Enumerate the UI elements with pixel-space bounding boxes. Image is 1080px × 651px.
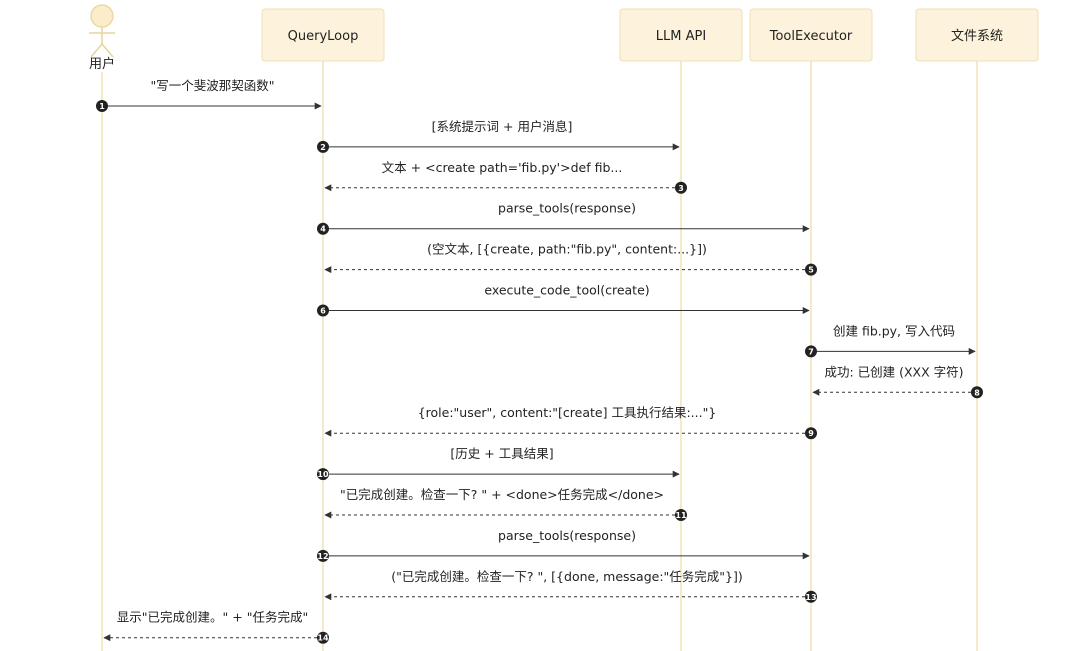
- message-label: 显示"已完成创建。" + "任务完成": [117, 610, 308, 625]
- sequence-number-badge: 6: [317, 304, 329, 317]
- sequence-number: 3: [678, 184, 684, 193]
- message-10: 10 [历史 + 工具结果]: [317, 446, 680, 481]
- message-7: 7 创建 fib.py, 写入代码: [805, 323, 976, 358]
- sequence-number-badge: 14: [317, 631, 329, 644]
- message-label: parse_tools(response): [498, 201, 636, 216]
- sequence-number: 9: [808, 429, 814, 438]
- sequence-number: 7: [808, 347, 814, 356]
- actor-user: 用户: [89, 4, 115, 72]
- sequence-number-badge: 5: [805, 263, 817, 276]
- badge-circle: [805, 345, 817, 358]
- sequence-number: 2: [320, 143, 326, 152]
- actor-head-icon: [90, 4, 114, 28]
- sequence-number-badge: 2: [317, 140, 329, 153]
- message-11: 11 "已完成创建。检查一下? " + <done>任务完成</done>: [324, 487, 687, 521]
- message-label: (空文本, [{create, path:"fib.py", content:.…: [427, 242, 707, 257]
- badge-circle: [675, 181, 687, 194]
- badge-circle: [317, 468, 329, 481]
- message-13: 13 ("已完成创建。检查一下? ", [{done, message:"任务完成…: [324, 569, 817, 603]
- participant-box-tool: ToolExecutor: [749, 8, 873, 62]
- participant-box-bg: [749, 8, 873, 62]
- sequence-number-badge: 4: [317, 222, 329, 235]
- sequence-number: 5: [808, 266, 814, 275]
- participant-box-query: QueryLoop: [261, 8, 385, 62]
- badge-circle: [805, 263, 817, 276]
- message-14: 14 显示"已完成创建。" + "任务完成": [103, 610, 329, 644]
- sequence-number-badge: 3: [675, 181, 687, 194]
- badge-circle: [317, 222, 329, 235]
- message-4: 4 parse_tools(response): [317, 201, 810, 235]
- sequence-number-badge: 1: [96, 100, 108, 112]
- badge-circle: [317, 140, 329, 153]
- badge-circle: [317, 631, 329, 644]
- sequence-number: 8: [974, 388, 980, 397]
- badge-circle: [317, 549, 329, 562]
- badge-circle: [805, 427, 817, 440]
- message-8: 8 成功: 已创建 (XXX 字符): [812, 364, 983, 399]
- participant-box-bg: [619, 8, 743, 62]
- sequence-number-badge: 9: [805, 427, 817, 440]
- participant-label-user: 用户: [89, 56, 115, 72]
- message-label: "已完成创建。检查一下? " + <done>任务完成</done>: [340, 487, 664, 502]
- participant-label-query: QueryLoop: [288, 29, 359, 44]
- sequence-number: 6: [320, 307, 326, 316]
- participant-label-llm: LLM API: [656, 29, 706, 44]
- sequence-number-badge: 8: [971, 386, 983, 399]
- message-label: 成功: 已创建 (XXX 字符): [824, 364, 963, 379]
- message-12: 12 parse_tools(response): [317, 528, 810, 562]
- actor-leg-right: [101, 43, 114, 58]
- sequence-number-badge: 12: [317, 549, 329, 562]
- message-6: 6 execute_code_tool(create): [317, 283, 810, 317]
- sequence-number: 14: [317, 634, 329, 643]
- participant-box-bg: [915, 8, 1039, 62]
- message-label: [历史 + 工具结果]: [450, 446, 553, 461]
- participant-box-fs: 文件系统: [915, 8, 1039, 62]
- message-label: 文本 + <create path='fib.py'>def fib...: [382, 160, 623, 175]
- sequence-number-badge: 13: [805, 590, 817, 603]
- participant-label-fs: 文件系统: [951, 29, 1003, 44]
- message-label: 创建 fib.py, 写入代码: [833, 323, 955, 338]
- badge-circle: [96, 100, 108, 112]
- message-2: 2 [系统提示词 + 用户消息]: [317, 119, 680, 153]
- message-label: "写一个斐波那契函数": [151, 78, 275, 93]
- message-label: parse_tools(response): [498, 528, 636, 543]
- sequence-number: 1: [99, 102, 105, 111]
- sequence-number: 11: [675, 511, 687, 520]
- message-3: 3 文本 + <create path='fib.py'>def fib...: [324, 160, 687, 194]
- badge-circle: [675, 509, 687, 521]
- message-1: 1 "写一个斐波那契函数": [96, 78, 322, 112]
- badge-circle: [971, 386, 983, 399]
- sequence-number-badge: 10: [317, 468, 329, 481]
- sequence-number: 10: [317, 470, 329, 479]
- message-label: execute_code_tool(create): [484, 283, 649, 298]
- sequence-number-badge: 7: [805, 345, 817, 358]
- message-5: 5 (空文本, [{create, path:"fib.py", content:…: [324, 242, 817, 276]
- badge-circle: [805, 590, 817, 603]
- participant-box-bg: [261, 8, 385, 62]
- message-label: [系统提示词 + 用户消息]: [432, 119, 573, 134]
- message-label: ("已完成创建。检查一下? ", [{done, message:"任务完成"}…: [391, 569, 743, 584]
- sequence-number: 4: [320, 225, 326, 234]
- message-label: {role:"user", content:"[create] 工具执行结果:.…: [418, 405, 717, 420]
- participant-box-llm: LLM API: [619, 8, 743, 62]
- badge-circle: [317, 304, 329, 317]
- sequence-number: 13: [805, 593, 816, 602]
- participant-label-tool: ToolExecutor: [769, 29, 853, 44]
- sequence-number-badge: 11: [675, 509, 687, 521]
- message-9: 9 {role:"user", content:"[create] 工具执行结果:…: [324, 405, 817, 440]
- sequence-number: 12: [317, 552, 328, 561]
- actor-leg-left: [90, 43, 103, 58]
